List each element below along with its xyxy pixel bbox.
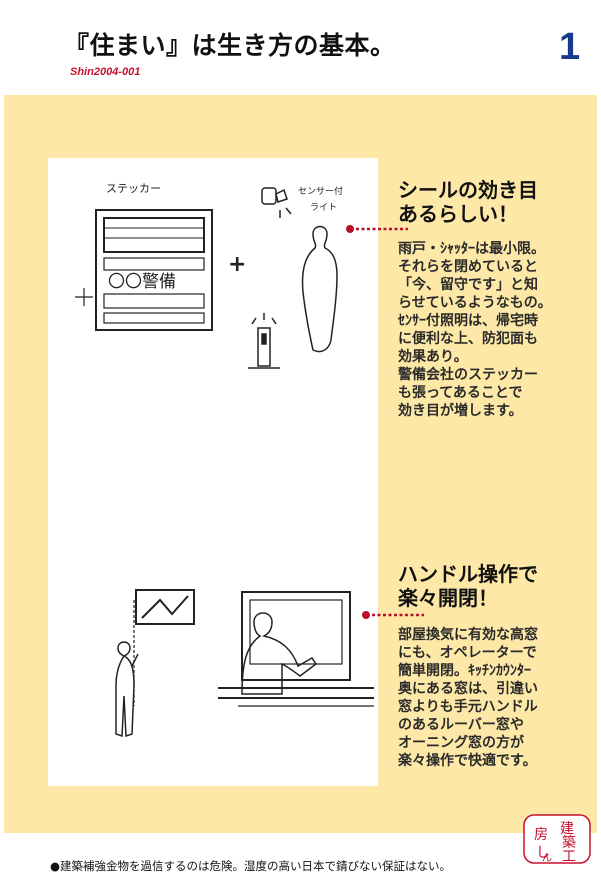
section1-heading: シールの効き目 あるらしい！ <box>398 178 538 226</box>
section2-body-line: にも、オペレーターで <box>398 645 537 661</box>
keibi-sticker-text: 〇〇警備 <box>108 272 176 292</box>
section2-body-line: のあるルーバー窓や <box>398 717 524 733</box>
window-frame-icon <box>95 209 213 331</box>
plus-sign: + <box>228 252 246 277</box>
window-operation-illustration <box>115 589 374 738</box>
section1-body-line: も張ってあることで <box>398 385 523 401</box>
page-title: 『住まい』は生き方の基本。 <box>64 31 396 60</box>
sensor-label-1: センサー付 <box>298 186 343 197</box>
page-number: 1 <box>559 26 581 68</box>
stamp-char: 工 <box>562 849 576 865</box>
section1-body-line: 効果あり。 <box>398 349 468 365</box>
person-at-counter-icon <box>241 612 318 695</box>
section2-body-line: オーニング窓の方が <box>398 735 524 751</box>
section2-body: 部屋換気に有効な高窓 にも、オペレーターで 簡単開閉。ｷｯﾁﾝｶｳﾝﾀｰ 奥にあ… <box>398 626 538 770</box>
section1-body-line: ｾﾝｻｰ付照明は、帰宅時 <box>398 313 538 329</box>
section2-body-line: 部屋換気に有効な高窓 <box>398 627 538 643</box>
kitchen-window-icon <box>218 591 374 707</box>
section2-body-line: 楽々操作で快適です。 <box>398 753 537 769</box>
stamp-char: し <box>536 845 550 861</box>
sticker-label: ステッカー <box>106 182 161 195</box>
sensor-label-2: ライト <box>310 202 337 213</box>
section1-body-line: 雨戸・ｼｬｯﾀｰは最小限。 <box>398 241 545 257</box>
section1-body-line: らせているようなもの。 <box>398 295 552 311</box>
section1-body-line: それらを閉めていると <box>398 259 538 275</box>
section1-body: 雨戸・ｼｬｯﾀｰは最小限。 それらを閉めていると 「今、留守です」と知 らせてい… <box>398 240 552 420</box>
section2-body-line: 奥にある窓は、引違い <box>398 681 538 697</box>
sparkle-icon <box>75 288 93 306</box>
garden-light-icon <box>248 313 280 369</box>
section1-body-line: 「今、留守です」と知 <box>398 277 538 293</box>
section2-heading-line: ハンドル操作で <box>398 562 538 586</box>
section1-leader-line <box>346 225 408 233</box>
stamp-char: 建 <box>560 821 574 837</box>
company-stamp-icon: 房 建 し 築 ん 工 <box>523 814 591 865</box>
sensor-light-icon <box>261 187 292 218</box>
section1-heading-line: シールの効き目 <box>398 178 538 202</box>
document-code: Shin2004-001 <box>70 66 141 78</box>
high-window-icon <box>133 589 195 706</box>
section2-heading: ハンドル操作で 楽々開閉！ <box>398 562 538 610</box>
footer-note: ●建築補強金物を過信するのは危険。湿度の高い日本で錆びない保証はない。 <box>50 859 452 873</box>
stamp-char: 房 <box>534 827 548 843</box>
person-operating-window-icon <box>115 641 139 738</box>
section1-heading-line: あるらしい！ <box>398 202 518 226</box>
section2-body-line: 窓よりも手元ハンドル <box>398 699 538 715</box>
section2-leader-line <box>362 611 424 619</box>
section2-heading-line: 楽々開閉！ <box>398 586 498 610</box>
stamp-char: 築 <box>562 835 576 851</box>
stamp-char: ん <box>542 852 552 864</box>
security-illustration: ステッカー センサー付 ライト 〇〇警備 + <box>75 182 343 369</box>
section1-body-line: 効き目が増します。 <box>398 403 523 419</box>
section2-body-line: 簡単開閉。ｷｯﾁﾝｶｳﾝﾀｰ <box>398 663 531 679</box>
section1-body-line: に便利な上、防犯面も <box>398 331 538 347</box>
illustration-area: ステッカー センサー付 ライト 〇〇警備 + <box>48 158 378 786</box>
section1-body-line: 警備会社のステッカー <box>398 367 538 383</box>
person-silhouette-icon <box>301 225 338 353</box>
